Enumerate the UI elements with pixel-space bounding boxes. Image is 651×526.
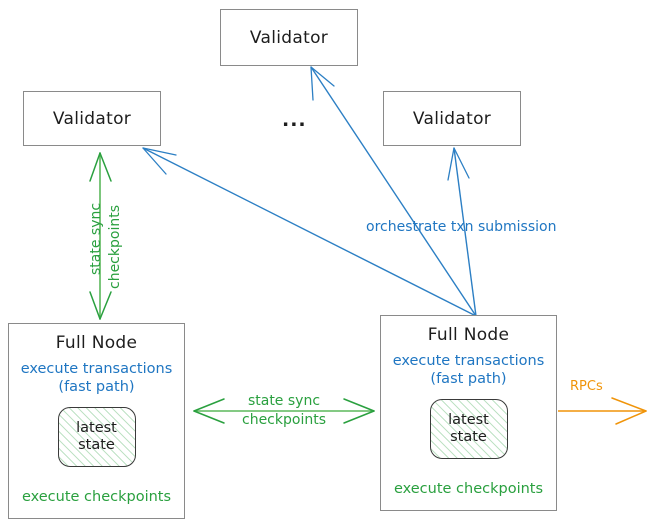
edge-label-orchestrate-txn-submission: orchestrate txn submission [366,219,557,235]
edge-label-state-sync-vertical-line-1: state sync [88,202,104,275]
validators-ellipsis: ... [282,109,307,131]
latest-state-box-right: latest state [429,399,508,460]
full-node-right-title: Full Node [427,325,510,345]
full-node-left-blue-line-1: execute transactions [20,361,173,377]
latest-state-right-line-2: state [450,429,487,446]
latest-state-left-line-2: state [78,437,115,454]
validator-box-right[interactable]: Validator [383,91,521,146]
edge-label-state-sync-horizontal-line-1: state sync [247,393,321,409]
full-node-right-blue-line-1: execute transactions [392,353,545,369]
validator-right-label: Validator [412,108,492,129]
full-node-left-execute-checkpoints: execute checkpoints [21,489,172,505]
latest-state-box-left: latest state [57,407,136,468]
latest-state-right-line-1: latest [448,411,489,428]
full-node-right-execute-transactions: execute transactions (fast path) [393,352,545,388]
full-node-box-right[interactable]: Full Node execute transactions (fast pat… [380,315,557,511]
validator-box-top[interactable]: Validator [220,9,358,66]
full-node-right-execute-checkpoints: execute checkpoints [393,481,544,497]
edge-label-rpcs: RPCs [570,379,603,394]
full-node-box-left[interactable]: Full Node execute transactions (fast pat… [8,323,185,519]
edge-label-state-sync-horizontal-line-2: checkpoints [242,412,326,428]
full-node-left-execute-transactions: execute transactions (fast path) [21,360,173,396]
validator-top-label: Validator [249,27,329,48]
full-node-left-title: Full Node [55,333,138,353]
edge-label-state-sync-vertical-line-2: checkpoints [107,205,123,289]
edge-rpcs [558,397,647,425]
full-node-left-blue-line-2: (fast path) [58,379,135,396]
validator-left-label: Validator [52,108,132,129]
full-node-right-blue-line-2: (fast path) [430,371,507,388]
latest-state-left-line-1: latest [76,419,117,436]
validator-box-left[interactable]: Validator [23,91,161,146]
